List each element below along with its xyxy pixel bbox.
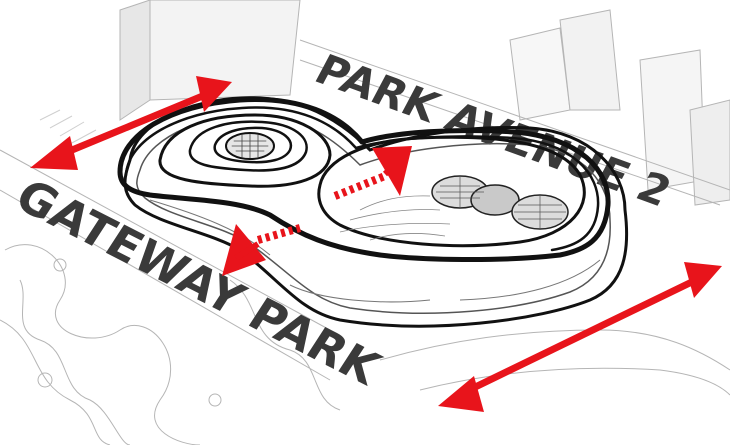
tree-3 [208,393,222,407]
park-path-2 [19,279,131,445]
left-lobe-contour-2 [188,120,308,172]
main-outline [117,96,611,263]
bottom-right-arrowhead-right [684,262,722,298]
building-right-2 [559,9,621,111]
tree-1 [53,258,67,272]
outline-stroke [117,96,611,263]
top-left-arrow-shaft [58,91,207,159]
building-right-4 [689,99,730,206]
waist-pinch-arrows [222,146,412,276]
waist-dashed-line-upper [333,172,387,200]
street-edge-left-2 [0,189,331,381]
top-left-double-arrow [30,76,232,170]
plaza-curve-2 [419,367,730,396]
waist-arrow-shaft-upper [382,159,401,177]
dome-hatch [436,177,566,228]
bottom-right-arrowhead-left [438,376,484,412]
hatch-left [39,109,97,145]
right-lobe-domes [339,175,569,241]
street-label-gateway-park: GATEWAY PARK [6,169,392,396]
left-lobe-contour-3 [213,126,293,164]
waist-arrow-shaft-lower [234,241,260,261]
right-lobe-ribs [339,195,451,241]
street-edge-left [0,149,331,331]
building-left-shadow [119,0,151,121]
left-lobe-dome-hatch [231,133,269,159]
top-left-arrowhead-left [30,136,78,170]
bottom-right-arrow-shaft [463,274,702,396]
bottom-right-double-arrow [438,262,722,412]
building-right-1 [509,27,571,121]
red-arrows [30,76,722,412]
park-path-3 [0,319,111,445]
tree-2 [37,372,53,388]
park-path-4 [229,279,341,411]
street-edge-top [299,39,730,191]
top-left-arrowhead-right [196,76,232,112]
terrace-edge [149,199,601,303]
right-lobe-contour-1 [317,135,586,248]
left-lobe-contour-1 [158,113,332,188]
